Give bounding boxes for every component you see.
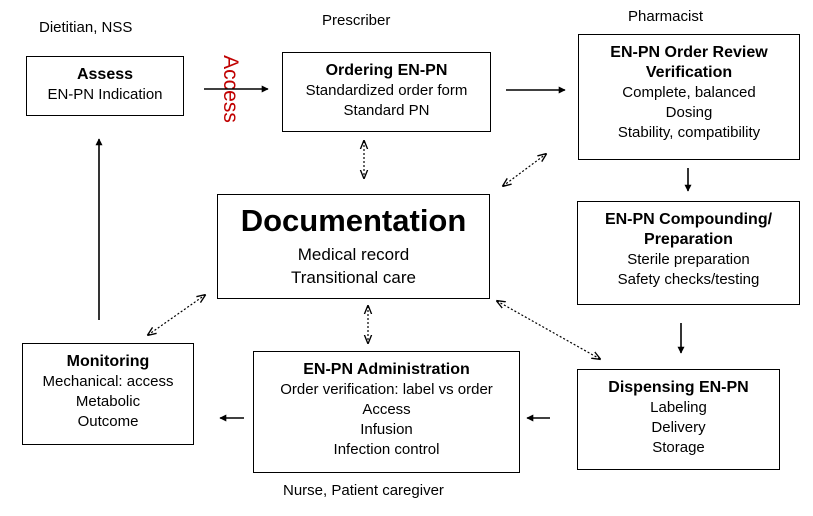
role-prescriber: Prescriber [322,12,391,29]
assess-title: Assess [76,66,134,83]
dispensing-line: Labeling [650,399,707,416]
order-review-line: Stability, compatibility [617,124,761,141]
administration-box: EN-PN Administration Order verification:… [253,351,520,473]
administration-line: Order verification: label vs order [280,381,493,398]
documentation-box: Documentation Medical record Transitiona… [217,194,490,299]
role-pharmacist: Pharmacist [628,8,704,25]
dispensing-title: Dispensing EN-PN [608,379,749,396]
order-review-line: Complete, balanced [622,84,756,101]
administration-line: Access [362,401,411,418]
role-nurse: Nurse, Patient caregiver [283,482,444,499]
documentation-line: Transitional care [290,268,417,287]
monitoring-box: Monitoring Mechanical: access Metabolic … [22,343,194,445]
dispensing-line: Storage [652,439,705,456]
documentation-title: Documentation [240,203,467,238]
monitoring-line: Metabolic [75,393,141,410]
assess-line: EN-PN Indication [47,86,163,103]
dotted-arrow-review-documentation [503,154,546,186]
ordering-line: Standard PN [343,102,430,119]
ordering-line: Standardized order form [305,82,468,99]
documentation-line: Medical record [297,245,410,264]
order-review-box: EN-PN Order Review Verification Complete… [578,34,800,160]
monitoring-line: Outcome [77,413,139,430]
order-review-title: EN-PN Order Review [610,44,768,61]
compounding-line: Safety checks/testing [617,271,760,288]
dotted-arrow-documentation-dispensing [497,301,600,359]
assess-box: Assess EN-PN Indication [26,56,184,116]
ordering-box: Ordering EN-PN Standardized order form S… [282,52,491,132]
compounding-box: EN-PN Compounding/ Preparation Sterile p… [577,201,800,305]
compounding-line: Sterile preparation [627,251,750,268]
administration-title: EN-PN Administration [303,361,470,378]
order-review-title: Verification [645,64,733,81]
compounding-title: Preparation [644,231,733,248]
role-dietitian: Dietitian, NSS [39,19,133,36]
dispensing-box: Dispensing EN-PN Labeling Delivery Stora… [577,369,780,470]
dotted-arrow-monitoring-documentation [148,295,205,335]
monitoring-line: Mechanical: access [42,373,174,390]
administration-line: Infusion [360,421,413,438]
ordering-title: Ordering EN-PN [325,62,448,79]
administration-line: Infection control [333,441,440,458]
dispensing-line: Delivery [651,419,706,436]
monitoring-title: Monitoring [66,353,150,370]
compounding-title: EN-PN Compounding/ [604,211,773,228]
order-review-line: Dosing [665,104,713,121]
